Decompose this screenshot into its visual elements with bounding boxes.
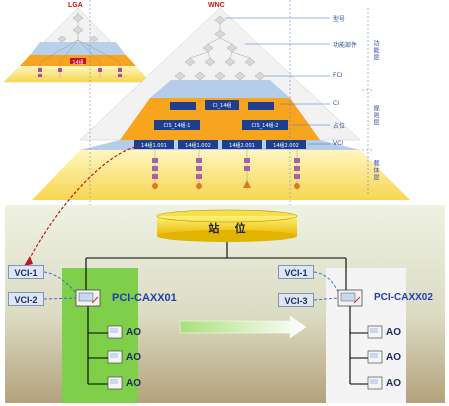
lga-pyramid <box>3 7 151 83</box>
left-ao-2: AO <box>126 352 141 363</box>
lga-box-label: 14组 <box>72 60 84 66</box>
station-label: 站 位 <box>208 222 246 235</box>
vci-box-1-label: 14组1.001 <box>141 143 167 149</box>
right-ao-2: AO <box>386 352 401 363</box>
cis-box-1-label: CIS_14组-1 <box>163 123 191 129</box>
right-vci-3: VCI-3 <box>278 293 314 307</box>
mapping-curve <box>27 145 141 263</box>
right-ao-1: AO <box>386 327 401 338</box>
group-label-function: 功能层 <box>372 40 379 61</box>
left-pci-icon <box>75 289 101 307</box>
transfer-arrow <box>179 315 307 339</box>
lga-title: LGA <box>68 2 83 9</box>
left-pci-name: PCI-CAXX01 <box>112 292 177 304</box>
right-ao-3: AO <box>386 378 401 389</box>
left-ao-1: AO <box>126 327 141 338</box>
group-label-carrier: 载体层 <box>372 160 379 181</box>
level-label-model: 型号 <box>333 16 346 23</box>
level-label-ci: CI <box>333 100 339 107</box>
station <box>156 209 298 242</box>
level-label-vci: VCI <box>333 140 344 147</box>
right-pci-name: PCI-CAXX02 <box>374 292 433 303</box>
vci-box-3-label: 14组2.001 <box>229 143 255 149</box>
group-label-rule: 规则层 <box>372 105 379 126</box>
left-vci-2: VCI-2 <box>8 292 44 306</box>
station-connectors <box>85 242 368 385</box>
right-pci-icon <box>337 289 363 307</box>
wnc-pyramid <box>32 7 410 200</box>
vci-box-2-label: 14组1.002 <box>185 143 211 149</box>
wnc-title: WNC <box>208 2 225 9</box>
level-label-fci: FCI <box>333 72 343 79</box>
level-label-function: 功能部件 <box>333 42 358 49</box>
left-vci-1: VCI-1 <box>8 265 44 279</box>
ci-box-label: CI_14组 <box>212 103 232 109</box>
vci-arrows <box>43 271 339 301</box>
left-ao-3: AO <box>126 378 141 389</box>
right-vci-1: VCI-1 <box>278 265 314 279</box>
level-guides <box>225 17 330 145</box>
vci-box-4-label: 14组2.002 <box>273 143 299 149</box>
cis-box-2-label: CIS_14组-2 <box>251 123 279 129</box>
level-label-place: 占位 <box>333 123 346 130</box>
